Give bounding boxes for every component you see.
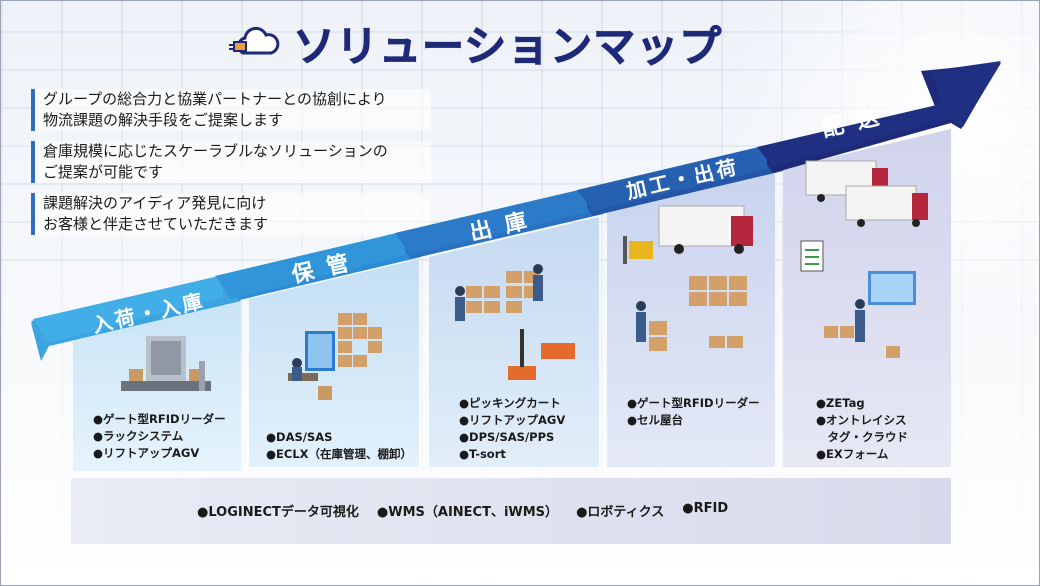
list-item: ●リフトアップAGV	[93, 446, 200, 460]
list-item: タグ・クラウド	[816, 430, 908, 444]
common-solutions-list: ●LOGINECTデータ可視化 ●WMS（AINECT、iWMS） ●ロボティク…	[197, 501, 728, 520]
list-item: ●DPS/SAS/PPS	[459, 430, 555, 444]
step-items-processing: ●ゲート型RFIDリーダー ●セル屋台	[627, 395, 760, 429]
picking-worker-illustration	[455, 264, 575, 380]
list-item: ●ゲート型RFIDリーダー	[627, 396, 760, 410]
list-item: ●ラックシステム	[93, 429, 184, 443]
title-block: ソリューションマップ	[229, 15, 722, 71]
worker-monitor-illustration	[288, 313, 382, 400]
list-item: ●セル屋台	[627, 413, 684, 427]
intro-item: グループの総合力と協業パートナーとの協創により 物流課題の解決手段をご提案します	[31, 89, 431, 131]
list-item: ●ゲート型RFIDリーダー	[93, 412, 226, 426]
step-items-delivery: ●ZETag ●オントレイシス タグ・クラウド ●EXフォーム	[816, 395, 908, 463]
truck-forklift-illustration	[623, 205, 753, 351]
list-item: ●WMS（AINECT、iWMS）	[376, 505, 559, 520]
list-item: ●リフトアップAGV	[459, 413, 566, 427]
list-item: ●T-sort	[459, 447, 506, 461]
intro-list: グループの総合力と協業パートナーとの協創により 物流課題の解決手段をご提案します…	[31, 89, 431, 245]
delivery-trucks-illustration	[800, 160, 928, 358]
list-item: ●ZETag	[816, 396, 865, 410]
step-items-shipping: ●ピッキングカート ●リフトアップAGV ●DPS/SAS/PPS ●T-sor…	[459, 395, 565, 463]
list-item: ●RFID	[682, 501, 729, 516]
list-item: ●ピッキングカート	[459, 396, 561, 410]
common-solutions-bar	[71, 478, 951, 544]
list-item: ●ECLX（在庫管理、棚卸）	[266, 447, 413, 461]
truck-cloud-icon	[229, 26, 280, 55]
page-title: ソリューションマップ	[292, 21, 723, 71]
step-items-storage: ●DAS/SAS ●ECLX（在庫管理、棚卸）	[266, 429, 412, 463]
list-item: ●ロボティクス	[576, 505, 665, 520]
list-item: ●DAS/SAS	[266, 430, 333, 444]
gate-reader-illustration	[121, 336, 211, 391]
intro-item: 倉庫規模に応じたスケーラブルなソリューションの ご提案が可能です	[31, 141, 431, 183]
list-item: ●LOGINECTデータ可視化	[197, 505, 359, 520]
list-item: ●EXフォーム	[816, 447, 889, 461]
intro-item: 課題解決のアイディア発見に向け お客様と伴走させていただきます	[31, 193, 431, 235]
list-item: ●オントレイシス	[816, 413, 907, 427]
step-items-receiving: ●ゲート型RFIDリーダー ●ラックシステム ●リフトアップAGV	[93, 411, 226, 462]
